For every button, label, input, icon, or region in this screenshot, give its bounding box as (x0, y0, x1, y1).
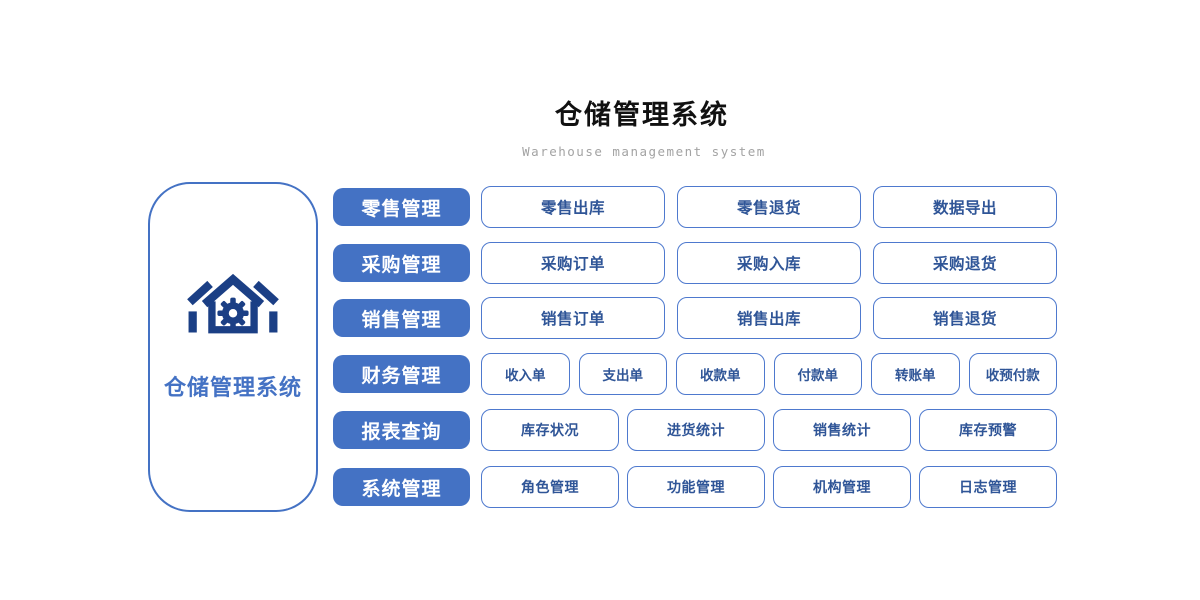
inventory-alert-button[interactable]: 库存预警 (919, 409, 1057, 451)
row-reports: 报表查询 库存状况 进货统计 销售统计 库存预警 (333, 409, 1057, 451)
retail-return-button[interactable]: 零售退货 (677, 186, 861, 228)
row-sales: 销售管理 销售订单 销售出库 销售退货 (333, 297, 1057, 339)
inventory-status-button[interactable]: 库存状况 (481, 409, 619, 451)
row-retail: 零售管理 零售出库 零售退货 数据导出 (333, 186, 1057, 228)
expense-slip-button[interactable]: 支出单 (578, 353, 667, 395)
role-management-button[interactable]: 角色管理 (481, 466, 619, 508)
payment-slip-button[interactable]: 付款单 (773, 353, 862, 395)
retail-outbound-button[interactable]: 零售出库 (481, 186, 665, 228)
purchase-sub-buttons: 采购订单 采购入库 采购退货 (481, 242, 1057, 284)
row-system: 系统管理 角色管理 功能管理 机构管理 日志管理 (333, 466, 1057, 508)
data-export-button[interactable]: 数据导出 (873, 186, 1057, 228)
sales-order-button[interactable]: 销售订单 (481, 297, 665, 339)
sales-outbound-button[interactable]: 销售出库 (677, 297, 861, 339)
advance-receipt-button[interactable]: 收预付款 (968, 353, 1057, 395)
reports-sub-buttons: 库存状况 进货统计 销售统计 库存预警 (481, 409, 1057, 451)
transfer-slip-button[interactable]: 转账单 (871, 353, 960, 395)
category-system-button[interactable]: 系统管理 (333, 468, 470, 506)
category-retail-button[interactable]: 零售管理 (333, 188, 470, 226)
row-finance: 财务管理 收入单 支出单 收款单 付款单 转账单 收预付款 (333, 353, 1057, 395)
income-slip-button[interactable]: 收入单 (481, 353, 570, 395)
organization-management-button[interactable]: 机构管理 (773, 466, 911, 508)
purchase-order-button[interactable]: 采购订单 (481, 242, 665, 284)
category-purchase-button[interactable]: 采购管理 (333, 244, 470, 282)
purchase-return-button[interactable]: 采购退货 (873, 242, 1057, 284)
purchase-stats-button[interactable]: 进货统计 (627, 409, 765, 451)
retail-sub-buttons: 零售出库 零售退货 数据导出 (481, 186, 1057, 228)
page-subtitle: Warehouse management system (522, 144, 766, 159)
warehouse-house-gear-icon (187, 273, 279, 334)
category-finance-button[interactable]: 财务管理 (333, 355, 470, 393)
sales-sub-buttons: 销售订单 销售出库 销售退货 (481, 297, 1057, 339)
log-management-button[interactable]: 日志管理 (919, 466, 1057, 508)
finance-sub-buttons: 收入单 支出单 收款单 付款单 转账单 收预付款 (481, 353, 1057, 395)
row-purchase: 采购管理 采购订单 采购入库 采购退货 (333, 242, 1057, 284)
category-sales-button[interactable]: 销售管理 (333, 299, 470, 337)
sales-return-button[interactable]: 销售退货 (873, 297, 1057, 339)
page-title: 仓储管理系统 (555, 100, 729, 130)
system-sub-buttons: 角色管理 功能管理 机构管理 日志管理 (481, 466, 1057, 508)
panel-title: 仓储管理系统 (163, 375, 302, 400)
function-management-button[interactable]: 功能管理 (627, 466, 765, 508)
receipt-slip-button[interactable]: 收款单 (676, 353, 765, 395)
system-panel: 仓储管理系统 (148, 182, 318, 512)
sales-stats-button[interactable]: 销售统计 (773, 409, 911, 451)
purchase-inbound-button[interactable]: 采购入库 (677, 242, 861, 284)
category-reports-button[interactable]: 报表查询 (333, 411, 470, 449)
